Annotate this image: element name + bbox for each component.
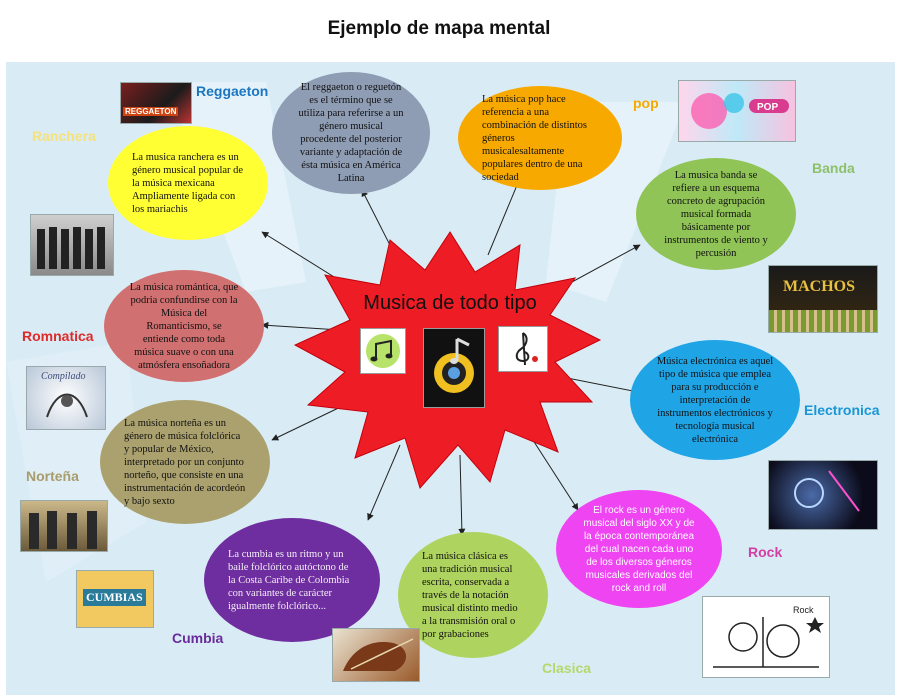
arrow-pop bbox=[487, 177, 521, 256]
node-banda: La musica banda se refiere a un esquema … bbox=[636, 158, 796, 270]
thumb-electronica bbox=[768, 460, 878, 530]
thumb-rock-text: Rock bbox=[793, 605, 814, 615]
node-clasica: La música clásica es una tradición music… bbox=[398, 532, 548, 658]
label-nortena: Norteña bbox=[26, 468, 79, 484]
label-cumbia: Cumbia bbox=[172, 630, 224, 646]
node-rock-text: El rock es un género musical del siglo X… bbox=[583, 504, 695, 594]
node-clasica-text: La música clásica es una tradición music… bbox=[422, 550, 518, 640]
thumb-reggaeton: REGGAETON bbox=[120, 82, 192, 124]
thumb-ranchera bbox=[30, 214, 114, 276]
node-pop: La música pop hace referencia a una comb… bbox=[458, 86, 622, 190]
thumb-cumbia: CUMBIAS bbox=[76, 570, 154, 628]
label-banda: Banda bbox=[812, 160, 855, 176]
svg-text:POP: POP bbox=[757, 102, 778, 113]
node-pop-text: La música pop hace referencia a una comb… bbox=[482, 93, 587, 183]
node-electronica: Música electrónica es aquel tipo de músi… bbox=[630, 340, 800, 460]
node-rock: El rock es un género musical del siglo X… bbox=[556, 490, 722, 608]
music-notes-icon bbox=[360, 328, 406, 374]
label-rock: Rock bbox=[748, 544, 783, 560]
node-electronica-text: Música electrónica es aquel tipo de músi… bbox=[656, 355, 774, 445]
node-cumbia: La cumbia es un ritmo y un baile folclór… bbox=[204, 518, 380, 642]
arrow-cumbia bbox=[367, 444, 401, 521]
node-ranchera-text: La musica ranchera es un género musical … bbox=[132, 151, 244, 215]
thumb-romantica-text: Compilado bbox=[41, 371, 86, 382]
thumb-banda: MACHOS bbox=[768, 265, 878, 333]
node-romantica-text: La música romántica, que podria confundi… bbox=[129, 281, 239, 371]
node-ranchera: La musica ranchera es un género musical … bbox=[108, 126, 268, 240]
thumb-rock: Rock bbox=[702, 596, 830, 678]
thumb-banda-text: MACHOS bbox=[783, 278, 855, 295]
thumb-pop: POP bbox=[678, 80, 796, 142]
node-cumbia-text: La cumbia es un ritmo y un baile folclór… bbox=[228, 548, 350, 612]
thumb-cumbia-text: CUMBIAS bbox=[83, 589, 146, 606]
arrow-romantica bbox=[261, 321, 341, 331]
node-banda-text: La musica banda se refiere a un esquema … bbox=[664, 169, 768, 259]
label-electronica: Electronica bbox=[804, 402, 880, 418]
node-reggaeton-text: El reggaeton o reguetón es el término qu… bbox=[298, 82, 404, 184]
thumb-nortena bbox=[20, 500, 108, 552]
treble-clef-icon bbox=[498, 326, 548, 372]
thumb-romantica: Compilado bbox=[26, 366, 106, 430]
label-pop: pop bbox=[633, 95, 659, 111]
label-reggaeton: Reggaeton bbox=[196, 83, 269, 99]
center-title: Musica de todo tipo bbox=[363, 292, 537, 314]
label-clasica: Clasica bbox=[542, 660, 592, 676]
label-ranchera: Ranchera bbox=[32, 128, 96, 144]
thumb-clasica bbox=[332, 628, 420, 682]
node-nortena-text: La música norteña es un género de música… bbox=[124, 417, 246, 507]
node-reggaeton: El reggaeton o reguetón es el término qu… bbox=[272, 72, 430, 194]
arrow-clasica bbox=[458, 454, 466, 536]
node-nortena: La música norteña es un género de música… bbox=[100, 400, 270, 524]
thumb-reggaeton-text: REGGAETON bbox=[123, 107, 179, 116]
node-romantica: La música romántica, que podria confundi… bbox=[104, 270, 264, 382]
speaker-note-icon bbox=[423, 328, 485, 408]
page-title: Ejemplo de mapa mental bbox=[327, 18, 551, 39]
label-romantica: Romnatica bbox=[22, 328, 94, 344]
